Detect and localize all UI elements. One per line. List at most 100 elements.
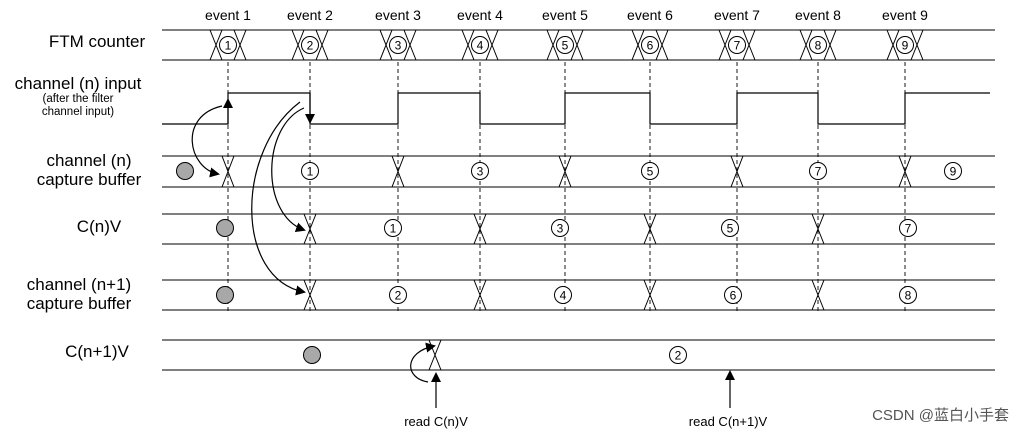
transition-mark (558, 155, 572, 188)
ftm-counter-value (301, 36, 319, 54)
transition-mark (233, 29, 247, 61)
transition-mark (473, 279, 487, 311)
capture-buffer-n1-value (724, 286, 742, 304)
event-label: event 7 (714, 7, 760, 23)
row-label-cn1v: C(n+1)V (65, 342, 129, 361)
transition-mark (315, 29, 329, 61)
transition-mark (811, 279, 825, 311)
event-label: event 1 (205, 7, 251, 23)
ftm-counter-value (809, 36, 827, 54)
capture-buffer-n1-value (554, 286, 572, 304)
row-label-channel-input: channel (n) input (after the filter chan… (0, 74, 156, 119)
ftm-counter-value-value: 8 (815, 39, 822, 53)
ftm-counter-value (389, 36, 407, 54)
transition-mark (898, 155, 912, 188)
transition-mark (643, 279, 657, 311)
cnv-value (721, 219, 739, 237)
transition-mark (730, 155, 744, 188)
transfer-arrows (191, 93, 436, 383)
watermark: CSDN @蓝白小手套 (872, 407, 1009, 424)
transition-mark (209, 29, 223, 61)
event-label: event 3 (375, 7, 421, 23)
cn1v-value (669, 346, 687, 364)
capture-buffer-n1-initial (216, 286, 234, 304)
cnv-value (551, 219, 569, 237)
transition-mark (391, 155, 405, 188)
transition-mark (631, 29, 645, 61)
ftm-counter-value (219, 36, 237, 54)
ftm-counter-value-value: 7 (734, 39, 741, 53)
cnv-value-value: 1 (390, 222, 397, 236)
read-cnv-label: read C(n)V (404, 414, 468, 429)
ftm-counter-value-value: 1 (225, 39, 232, 53)
transition-mark (823, 29, 837, 61)
ftm-counter-value (641, 36, 659, 54)
capture-buffer-n-value (301, 162, 319, 180)
capture-buffer-n-value-value: 5 (647, 165, 654, 179)
event-label: event 4 (457, 7, 503, 23)
read-annotations: read C(n)V read C(n+1)V (404, 370, 768, 429)
transition-mark (403, 29, 417, 61)
capture-buffer-n-value-value: 1 (307, 165, 314, 179)
ftm-counter-value (556, 36, 574, 54)
transition-mark (570, 29, 584, 61)
row-label-capture-buffer-n1: channel (n+1) capture buffer (4, 275, 154, 313)
event-label: event 5 (542, 7, 588, 23)
capture-buffer-n-value-value: 3 (477, 165, 484, 179)
cnv-value-value: 5 (727, 222, 734, 236)
cnv-value (384, 219, 402, 237)
capture-buffer-n1-value (899, 286, 917, 304)
capture-buffer-n1-value-value: 8 (905, 289, 912, 303)
capture-buffer-n-value (944, 162, 962, 180)
channel-input-waveform (162, 92, 990, 125)
buffer-to-cnv-arrow (271, 107, 306, 232)
transition-mark (461, 29, 475, 61)
ftm-counter-value (896, 36, 914, 54)
event-label: event 2 (287, 7, 333, 23)
read-cnv-transfer-arrow (410, 342, 436, 383)
buffer-to-cn1v-buffer-arrow (251, 101, 306, 296)
capture-buffer-n-value (809, 162, 827, 180)
transition-mark (379, 29, 393, 61)
capture-buffer-n-value-value: 7 (815, 165, 822, 179)
ftm-counter-value-value: 6 (647, 39, 654, 53)
transition-mark (546, 29, 560, 61)
ftm-counter-value-value: 9 (902, 39, 909, 53)
transition-mark (303, 279, 317, 311)
ftm-counter-value-value: 2 (307, 39, 314, 53)
cnv-value-value: 3 (557, 222, 564, 236)
transition-mark (886, 29, 900, 61)
transition-mark (291, 29, 305, 61)
capture-buffer-n1-value-value: 2 (395, 289, 402, 303)
transition-mark (718, 29, 732, 61)
event-labels: event 1 event 2 event 3 event 4 event 5 event… (205, 7, 928, 23)
capture-buffer-n-label-1: channel (n) (46, 151, 132, 170)
channel-input-sublabel-2: channel input) (41, 105, 115, 118)
cn1v-initial (303, 346, 321, 364)
row-label-ftm-counter: FTM counter (48, 32, 146, 51)
event-label: event 6 (627, 7, 673, 23)
transition-mark (428, 339, 442, 371)
transition-mark (473, 213, 487, 245)
ftm-counter-value (728, 36, 746, 54)
signal-lanes (162, 29, 995, 371)
event-label: event 8 (795, 7, 841, 23)
row-label-capture-buffer-n: channel (n) capture buffer (14, 151, 164, 189)
cnv-value-value: 7 (905, 222, 912, 236)
capture-buffer-n1-label-1: channel (n+1) (26, 275, 132, 294)
capture-buffer-n-value (641, 162, 659, 180)
channel-input-sublabel-1: (after the filter (42, 93, 114, 106)
transition-mark (742, 29, 756, 61)
transition-mark (655, 29, 669, 61)
ftm-counter-value-value: 4 (477, 39, 484, 53)
capture-buffer-n-initial (176, 162, 194, 180)
read-cn1v-label: read C(n+1)V (689, 414, 768, 429)
ftm-counter-value (471, 36, 489, 54)
transition-mark (910, 29, 924, 61)
transition-mark (811, 213, 825, 245)
transition-mark (221, 155, 235, 188)
capture-buffer-n1-label-2: capture buffer (26, 294, 132, 314)
cnv-value (899, 219, 917, 237)
